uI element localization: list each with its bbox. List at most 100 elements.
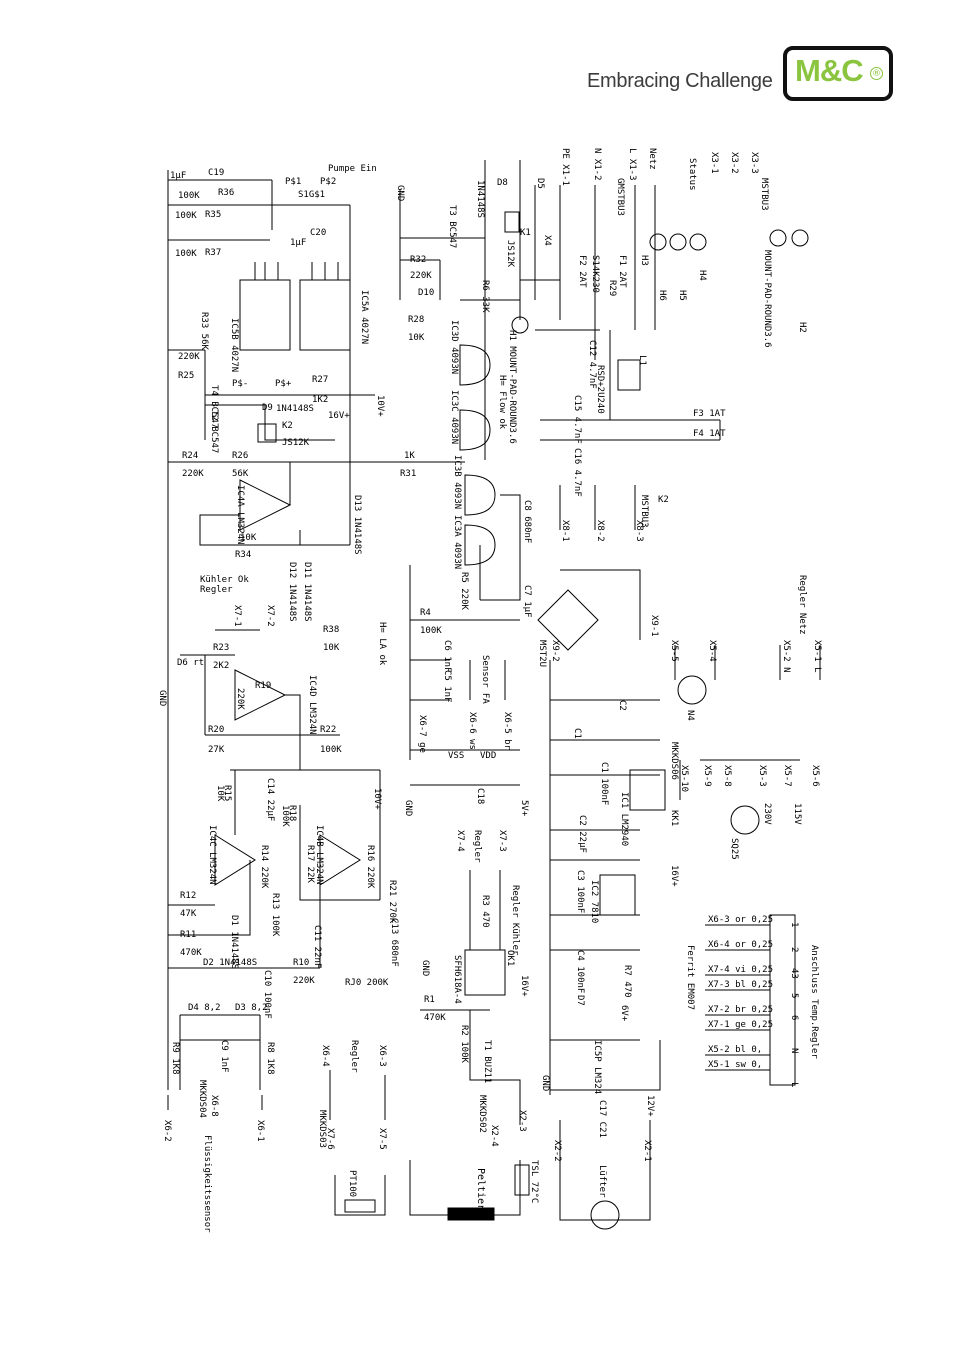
schematic-label: Status [687, 158, 697, 191]
schematic-label: X5-2 bl 0, [708, 1045, 762, 1055]
schematic-label: Regler [200, 585, 233, 595]
schematic-label: 100K [178, 191, 200, 201]
schematic-label: X7-4 [455, 830, 465, 852]
schematic-label: X5-1 sw 0, [708, 1060, 762, 1070]
schematic-label: Sensor FA [480, 655, 490, 704]
schematic-label: H= LA ok [377, 622, 387, 666]
schematic-label: R15 [222, 785, 232, 801]
schematic-label: R18 [287, 805, 297, 821]
schematic-label: C15 4.7nF [572, 395, 582, 444]
schematic-label: D8 [497, 178, 508, 188]
schematic-label: IC4D LM324N [307, 675, 317, 735]
schematic-label: Regler Kühler [510, 885, 520, 956]
schematic-label: 27K [208, 745, 225, 755]
schematic-label: C7 1µF [522, 585, 532, 618]
schematic-label: X6-8 [209, 1095, 219, 1117]
schematic-label: C14 22µF [265, 778, 275, 821]
brand-tagline: Embracing Challenge [587, 70, 773, 92]
schematic-label: 10K [408, 333, 425, 343]
schematic-label: GND [395, 185, 405, 201]
schematic-label: X7-1 ge 0,25 [708, 1020, 773, 1030]
schematic-label: R14 220K [259, 845, 269, 889]
schematic-label: R13 100K [270, 893, 280, 937]
schematic-labels: C19 1µF Pumpe Ein P$1 P$2 S1G$1 R36 100K… [157, 148, 822, 1233]
schematic-label: Flüssigkeitssensor [202, 1135, 212, 1233]
schematic-label: 1µF [290, 238, 306, 248]
schematic-label: Peltier [475, 1168, 486, 1210]
logo-text: M&C [795, 53, 864, 88]
schematic-label: 220K [178, 352, 200, 362]
schematic-label: 5V+ [519, 800, 529, 817]
schematic-label: IC2 7810 [589, 880, 599, 923]
schematic-label: R31 [400, 469, 416, 479]
schematic-label: D2 1N4148S [203, 958, 257, 968]
schematic-label: X6-3 or 0,25 [708, 915, 773, 925]
schematic-label: Kühler Ok [200, 575, 249, 585]
schematic-label: X6-3 [377, 1045, 387, 1067]
schematic-label: X8-2 [595, 520, 605, 542]
schematic-label: P$1 [285, 177, 301, 187]
schematic-label: R35 [205, 210, 221, 220]
schematic-label: H3 [639, 255, 649, 266]
schematic-label: C17 C21 [597, 1100, 607, 1138]
schematic-label: D9 [262, 403, 273, 413]
schematic-label: JS12K [505, 240, 515, 268]
schematic-label: X6-6 ws [467, 712, 477, 750]
schematic-label: X7-5 [377, 1128, 387, 1150]
schematic-label: X7-2 [265, 605, 275, 627]
schematic-label: T1 BUZ11 [482, 1040, 492, 1083]
schematic-label: R8 1K8 [265, 1042, 275, 1075]
schematic-label: VSS [448, 751, 464, 761]
schematic-label: 10V+ [375, 395, 385, 417]
schematic-label: R2 100K [459, 1025, 469, 1064]
schematic-label: C3 100nF [575, 870, 585, 913]
schematic-label: 10V+ [372, 788, 382, 810]
schematic-label: K2 [282, 421, 293, 431]
schematic-label: N X1-2 [592, 148, 602, 181]
schematic-label: IC4B LM324N [314, 825, 324, 885]
schematic-label: MSTBU3 [639, 495, 649, 528]
schematic-label: 12V+ [645, 1095, 655, 1117]
schematic-label: PE X1-1 [560, 148, 570, 186]
schematic-label: GMSTBU3 [615, 178, 625, 216]
schematic-label: X6-1 [255, 1120, 265, 1142]
schematic-label: RJ0 200K [345, 978, 389, 988]
schematic-label: 2K2 [213, 661, 229, 671]
schematic-label: S14K230 [590, 255, 600, 293]
schematic-label: C8 680nF [522, 500, 532, 543]
schematic-label: C19 [208, 168, 224, 178]
schematic-label: D5 [535, 178, 545, 189]
schematic-label: C4 100nF [575, 950, 585, 993]
schematic-label: 1N4148S [475, 180, 485, 218]
schematic-label: 220K [235, 688, 245, 710]
schematic-label: R1 [424, 995, 435, 1005]
schematic-label: T4 BC547 [209, 385, 219, 428]
schematic-label: IC3B 4093N [452, 455, 462, 509]
schematic-label: D6 rt [177, 658, 204, 668]
schematic-label: GND [540, 1075, 550, 1091]
schematic-label: R33 56K [199, 312, 209, 351]
schematic-label: 1K [404, 451, 415, 461]
schematic-label: X2-2 [552, 1140, 562, 1162]
registered-mark-icon: ® [870, 67, 883, 80]
schematic-label: X6-7 ge [417, 715, 427, 753]
schematic-label: S1G$1 [298, 190, 325, 200]
schematic-label: X5-7 [782, 765, 792, 787]
schematic-label: L1 [637, 355, 647, 366]
schematic-label: R28 [408, 315, 424, 325]
schematic-label: PT100 [347, 1170, 357, 1197]
schematic-label: D11 1N4148S [302, 562, 312, 622]
schematic-label: X5-3 [757, 765, 767, 787]
schematic-label: R20 [208, 725, 224, 735]
schematic-label: OK1 [505, 950, 515, 966]
schematic-label: X5-6 [810, 765, 820, 787]
schematic-label: X7-3 [497, 830, 507, 852]
schematic-label: R6 33K [480, 280, 490, 313]
schematic-label: Anschluss Temp.Regler [809, 945, 819, 1059]
schematic-label: D7 [575, 995, 585, 1006]
schematic-label: X8-3 [634, 520, 644, 542]
schematic-label: C6 1nF [442, 640, 452, 673]
schematic-label: F2 2AT [577, 255, 587, 288]
schematic-label: F4 1AT [693, 429, 726, 439]
schematic-label: 10K [240, 533, 257, 543]
